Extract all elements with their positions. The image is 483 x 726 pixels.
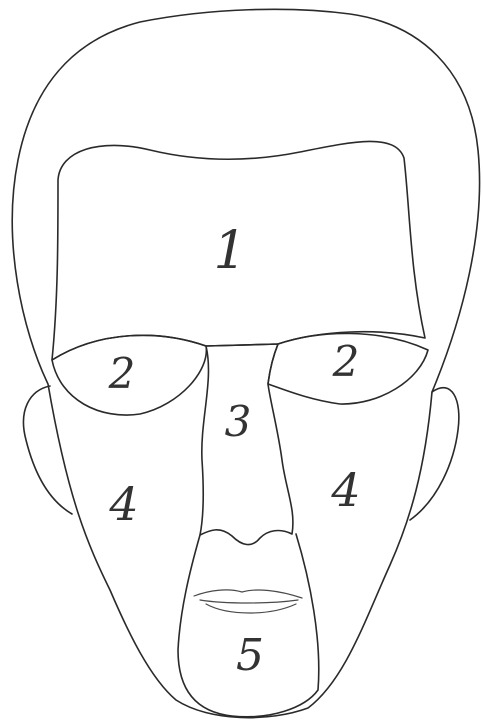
lower-lip (206, 604, 296, 613)
mouth-chin-zone (178, 534, 319, 717)
right-cheek-label: 4 (330, 463, 360, 517)
left-eye-label: 2 (108, 349, 136, 398)
head-outline (12, 9, 479, 717)
left-ear (23, 386, 72, 514)
nose-label: 3 (225, 397, 252, 446)
upper-lip (194, 590, 302, 598)
mouth-chin-label: 5 (236, 630, 264, 681)
right-ear (410, 388, 459, 520)
left-cheek-label: 4 (108, 477, 138, 531)
forehead-label: 1 (213, 221, 246, 281)
right-eye-label: 2 (332, 337, 360, 386)
lip-line (200, 600, 298, 603)
